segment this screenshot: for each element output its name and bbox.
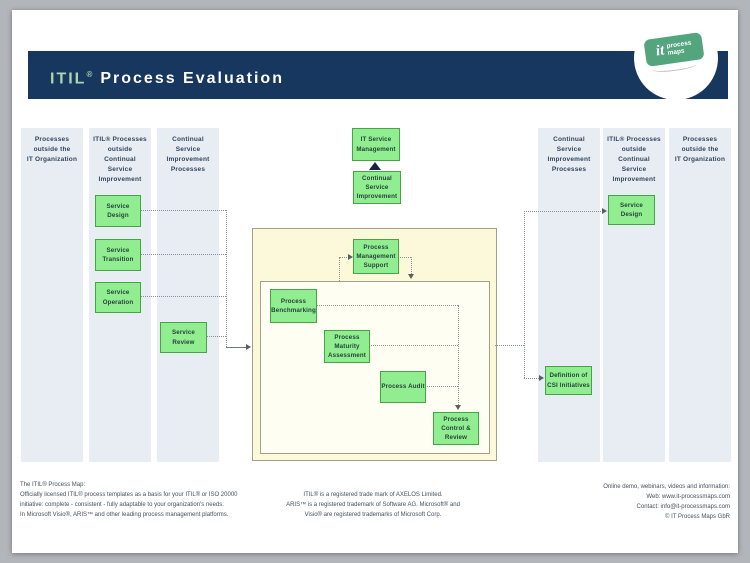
lane-label: Processes outside the IT Organization	[674, 136, 726, 164]
footer-web-link[interactable]: Web: www.it-processmaps.com	[646, 493, 730, 500]
logo-wordmark: process maps	[666, 39, 693, 57]
node-process-benchmarking[interactable]: Process Benchmarking	[270, 289, 317, 323]
lane-label: Processes outside the IT Organization	[26, 136, 78, 164]
connector-pms-out-vertical	[411, 257, 412, 276]
arrowhead-pms-in	[348, 254, 353, 260]
footer-left-line: initiative: complete - consistent - full…	[20, 501, 224, 508]
connector-inner-collector	[458, 305, 459, 407]
footer-left: The ITIL® Process Map: Officially licens…	[20, 481, 238, 521]
logo-word-maps: maps	[667, 47, 685, 57]
node-process-control-review[interactable]: Process Control & Review	[433, 412, 479, 445]
lane-label: Continual Service Improvement Processes	[547, 136, 591, 174]
footer-contact-link[interactable]: Contact: info@it-processmaps.com	[636, 503, 730, 510]
node-service-operation[interactable]: Service Operation	[95, 282, 141, 313]
connector-to-definition-csi	[524, 378, 541, 379]
connector-service-operation	[139, 296, 226, 297]
generalization-arrow-icon	[369, 162, 381, 170]
lane-label: Continual Service Improvement Processes	[166, 136, 210, 174]
arrowhead-definition-csi	[539, 375, 544, 381]
node-definition-csi-initiatives[interactable]: Definition of CSI Initiatives	[545, 366, 592, 395]
footer-center-line: ARIS™ is a registered trademark of Softw…	[286, 501, 460, 508]
connector-zone-entry	[226, 347, 247, 348]
node-continual-service-improvement[interactable]: Continual Service Improvement	[353, 171, 401, 204]
footer-right: Online demo, webinars, videos and inform…	[603, 483, 730, 523]
connector-zone-exit	[495, 345, 524, 346]
page-title: ITIL® Process Evaluation	[50, 51, 284, 99]
footer-center: ITIL® is a registered trade mark of AXEL…	[253, 491, 493, 521]
lane-processes-outside-left: Processes outside the IT Organization	[21, 128, 83, 462]
connector-maturity-assessment	[368, 345, 458, 346]
connector-service-review	[205, 336, 226, 337]
header-bar: ITIL® Process Evaluation	[28, 51, 728, 99]
node-service-design-left[interactable]: Service Design	[95, 195, 141, 227]
node-service-transition[interactable]: Service Transition	[95, 239, 141, 271]
lane-csi-processes-right: Continual Service Improvement Processes	[538, 128, 600, 462]
connector-to-service-design-right	[524, 211, 605, 212]
node-service-design-right[interactable]: Service Design	[608, 195, 655, 225]
connector-right-collector	[524, 211, 525, 378]
footer-right-heading: Online demo, webinars, videos and inform…	[603, 484, 730, 490]
connector-service-transition	[139, 254, 226, 255]
node-process-management-support[interactable]: Process Management Support	[353, 239, 399, 274]
lane-label: ITIL® Processes outside Continual Servic…	[607, 136, 661, 184]
connector-left-collector	[226, 210, 227, 347]
node-service-review[interactable]: Service Review	[160, 322, 207, 353]
title-main: Process Evaluation	[100, 70, 284, 88]
lane-processes-outside-right: Processes outside the IT Organization	[669, 128, 731, 462]
connector-service-design-left	[139, 210, 226, 211]
node-it-service-management[interactable]: IT Service Management	[352, 128, 400, 161]
footer-copyright: © IT Process Maps GbR	[665, 513, 730, 520]
logo-it-text: it	[654, 42, 666, 60]
footer-left-heading: The ITIL® Process Map:	[20, 482, 86, 488]
title-registered-mark: ®	[86, 70, 93, 79]
arrowhead-process-control-review	[455, 405, 461, 410]
connector-benchmarking	[315, 305, 458, 306]
lane-csi-processes-left: Continual Service Improvement Processes	[157, 128, 219, 462]
connector-pms-in-horizontal	[339, 257, 351, 258]
lane-label: ITIL® Processes outside Continual Servic…	[93, 136, 147, 184]
arrowhead-pms-out	[408, 274, 414, 279]
it-process-maps-logo: it process maps	[634, 16, 718, 100]
footer-left-line: Officially licensed ITIL® process templa…	[20, 491, 238, 498]
arrowhead-zone-entry	[246, 344, 251, 350]
footer-left-line: In Microsoft Visio®, ARIS™ and other lea…	[20, 511, 229, 518]
node-process-maturity-assessment[interactable]: Process Maturity Assessment	[324, 330, 370, 363]
lane-itil-outside-right: ITIL® Processes outside Continual Servic…	[603, 128, 665, 462]
connector-process-audit	[424, 386, 458, 387]
arrowhead-service-design-right	[602, 208, 607, 214]
connector-pms-out-horizontal	[397, 257, 411, 258]
node-process-audit[interactable]: Process Audit	[380, 371, 426, 403]
footer-center-line: Visio® are registered trademarks of Micr…	[304, 511, 442, 518]
connector-pms-in-vertical	[339, 257, 340, 281]
footer-center-line: ITIL® is a registered trade mark of AXEL…	[303, 492, 443, 498]
document-page: ITIL®Process Evaluation it process maps …	[12, 10, 738, 553]
title-brand: ITIL	[50, 70, 87, 88]
